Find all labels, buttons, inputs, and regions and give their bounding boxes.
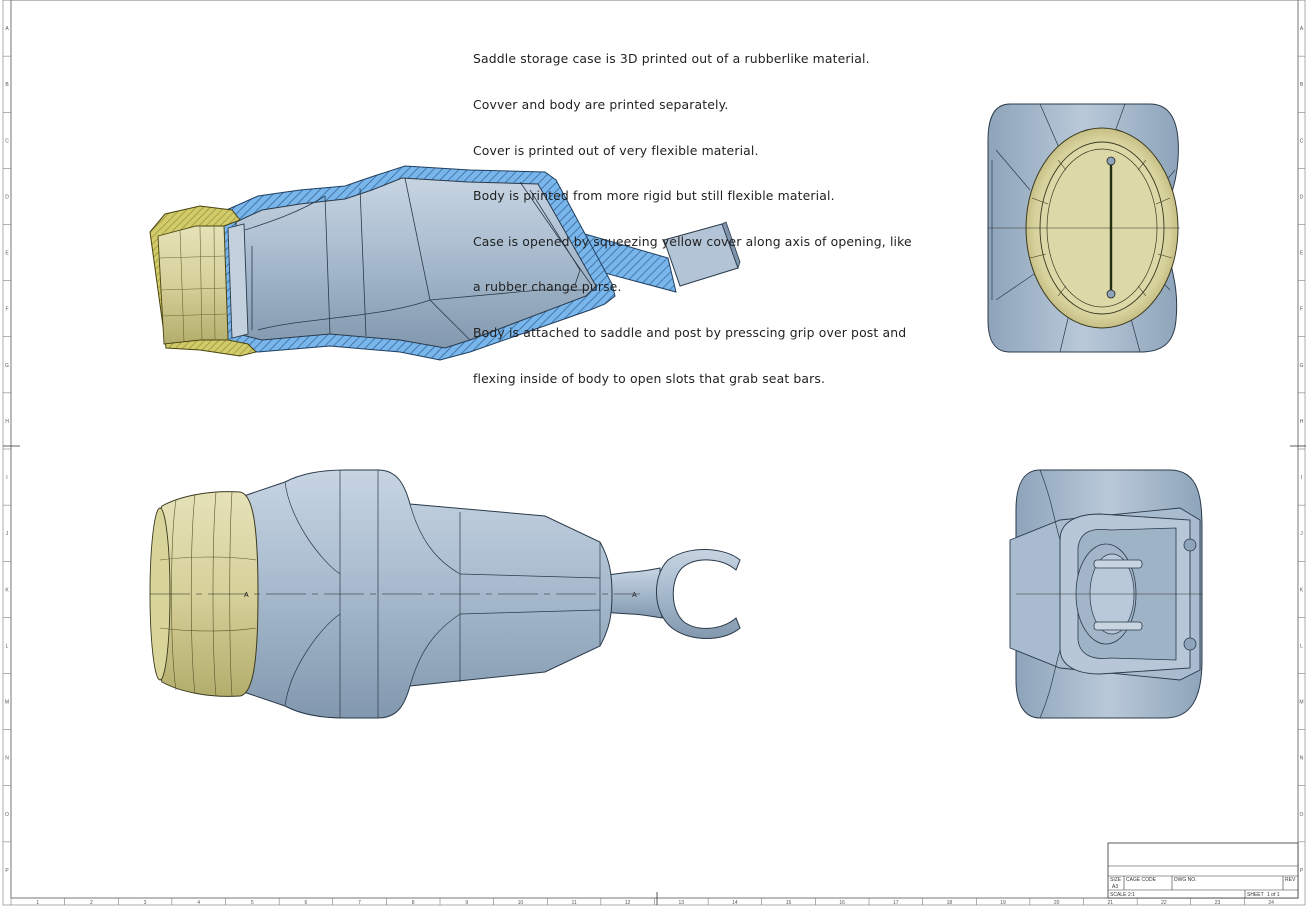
- zone-number: 4: [197, 900, 200, 906]
- note-line: flexing inside of body to open slots tha…: [473, 370, 826, 386]
- zone-number: 18: [947, 900, 953, 906]
- zone-letter: L: [1300, 643, 1303, 649]
- zone-letter: H: [1300, 419, 1304, 425]
- zone-letter: C: [1300, 138, 1304, 144]
- tb-scale-value: 2:1: [1128, 892, 1135, 898]
- zone-letter: K: [5, 587, 9, 593]
- zone-number: 1: [36, 900, 39, 906]
- tb-rev-label: REV: [1285, 877, 1296, 883]
- note-line: Body is printed from more rigid but stil…: [473, 188, 835, 204]
- zone-number: 21: [1108, 900, 1114, 906]
- zone-letter: E: [1300, 251, 1304, 257]
- zone-letter: A: [5, 26, 9, 32]
- note-line: Saddle storage case is 3D printed out of…: [473, 51, 870, 67]
- note-line: a rubber change purse.: [473, 279, 622, 295]
- tb-size-value: A3: [1112, 884, 1118, 890]
- zone-number: 14: [732, 900, 738, 906]
- zone-number: 7: [358, 900, 361, 906]
- section-mark-right: A: [632, 592, 637, 599]
- zone-number: 15: [786, 900, 792, 906]
- zone-letter: J: [1300, 531, 1303, 537]
- zone-letter: J: [6, 531, 9, 537]
- title-block: SIZE A3 CAGE CODE DWG NO. REV SCALE 2:1 …: [1107, 842, 1299, 899]
- zone-letter: D: [5, 194, 9, 200]
- zone-letter: P: [5, 868, 9, 874]
- zone-letter: N: [5, 756, 9, 762]
- zone-number: 9: [465, 900, 468, 906]
- zone-number: 6: [305, 900, 308, 906]
- zone-letter: F: [1300, 307, 1303, 313]
- rear-view: [1009, 469, 1203, 719]
- zone-number: 16: [839, 900, 845, 906]
- zone-number: 20: [1054, 900, 1060, 906]
- zone-number: 3: [144, 900, 147, 906]
- tb-cage-label: CAGE CODE: [1126, 877, 1157, 883]
- tb-scale-label: SCALE: [1110, 892, 1127, 898]
- zone-letter: H: [5, 419, 9, 425]
- zone-letter: C: [5, 138, 9, 144]
- note-line: Body is attached to saddle and post by p…: [473, 324, 907, 340]
- zone-number: 19: [1000, 900, 1006, 906]
- body-side: [231, 469, 613, 719]
- zone-letter: B: [1300, 82, 1304, 88]
- zone-letter: A: [1300, 26, 1304, 32]
- seat-post-clip: [577, 221, 741, 293]
- side-view: A A: [149, 469, 741, 719]
- zone-letter: I: [6, 475, 7, 481]
- tb-size-label: SIZE: [1110, 877, 1122, 883]
- zone-letter: I: [1301, 475, 1302, 481]
- zone-letter: M: [5, 700, 9, 706]
- tb-dwg-label: DWG NO.: [1174, 877, 1197, 883]
- zone-number: 13: [679, 900, 685, 906]
- tb-sheet-value: 1 of 1: [1267, 892, 1280, 898]
- zone-letter: E: [5, 251, 9, 257]
- zone-number: 24: [1268, 900, 1274, 906]
- tb-sheet-label: SHEET: [1247, 892, 1264, 898]
- section-view: [149, 165, 741, 361]
- zone-letter: K: [1300, 587, 1304, 593]
- zone-number: 8: [412, 900, 415, 906]
- drawing-notes: Saddle storage case is 3D printed out of…: [473, 21, 912, 401]
- zone-letter: O: [5, 812, 9, 818]
- zone-number: 11: [571, 900, 576, 906]
- zone-letter: P: [1300, 868, 1304, 874]
- clip-side: [599, 549, 741, 639]
- zone-number: 10: [518, 900, 524, 906]
- cover-section: [149, 205, 257, 357]
- section-mark-left: A: [244, 592, 249, 599]
- zone-letter: B: [5, 82, 9, 88]
- end-view-cover: [987, 103, 1180, 353]
- zone-number: 22: [1161, 900, 1167, 906]
- zone-letter: N: [1300, 756, 1304, 762]
- zone-number: 23: [1215, 900, 1221, 906]
- zone-number: 17: [893, 900, 899, 906]
- note-line: Cover is printed out of very flexible ma…: [473, 142, 759, 158]
- note-line: Case is opened by squeezing yellow cover…: [473, 233, 912, 249]
- zone-letter: D: [1300, 194, 1304, 200]
- zone-number: 5: [251, 900, 254, 906]
- zone-number: 2: [90, 900, 93, 906]
- zone-letter: M: [1299, 700, 1303, 706]
- zone-letter: L: [6, 643, 9, 649]
- zone-letter: G: [5, 363, 9, 369]
- zone-letter: G: [1300, 363, 1304, 369]
- zone-number: 12: [625, 900, 631, 906]
- zone-letter: F: [5, 307, 8, 313]
- zone-letter: O: [1300, 812, 1304, 818]
- note-line: Covver and body are printed separately.: [473, 97, 729, 112]
